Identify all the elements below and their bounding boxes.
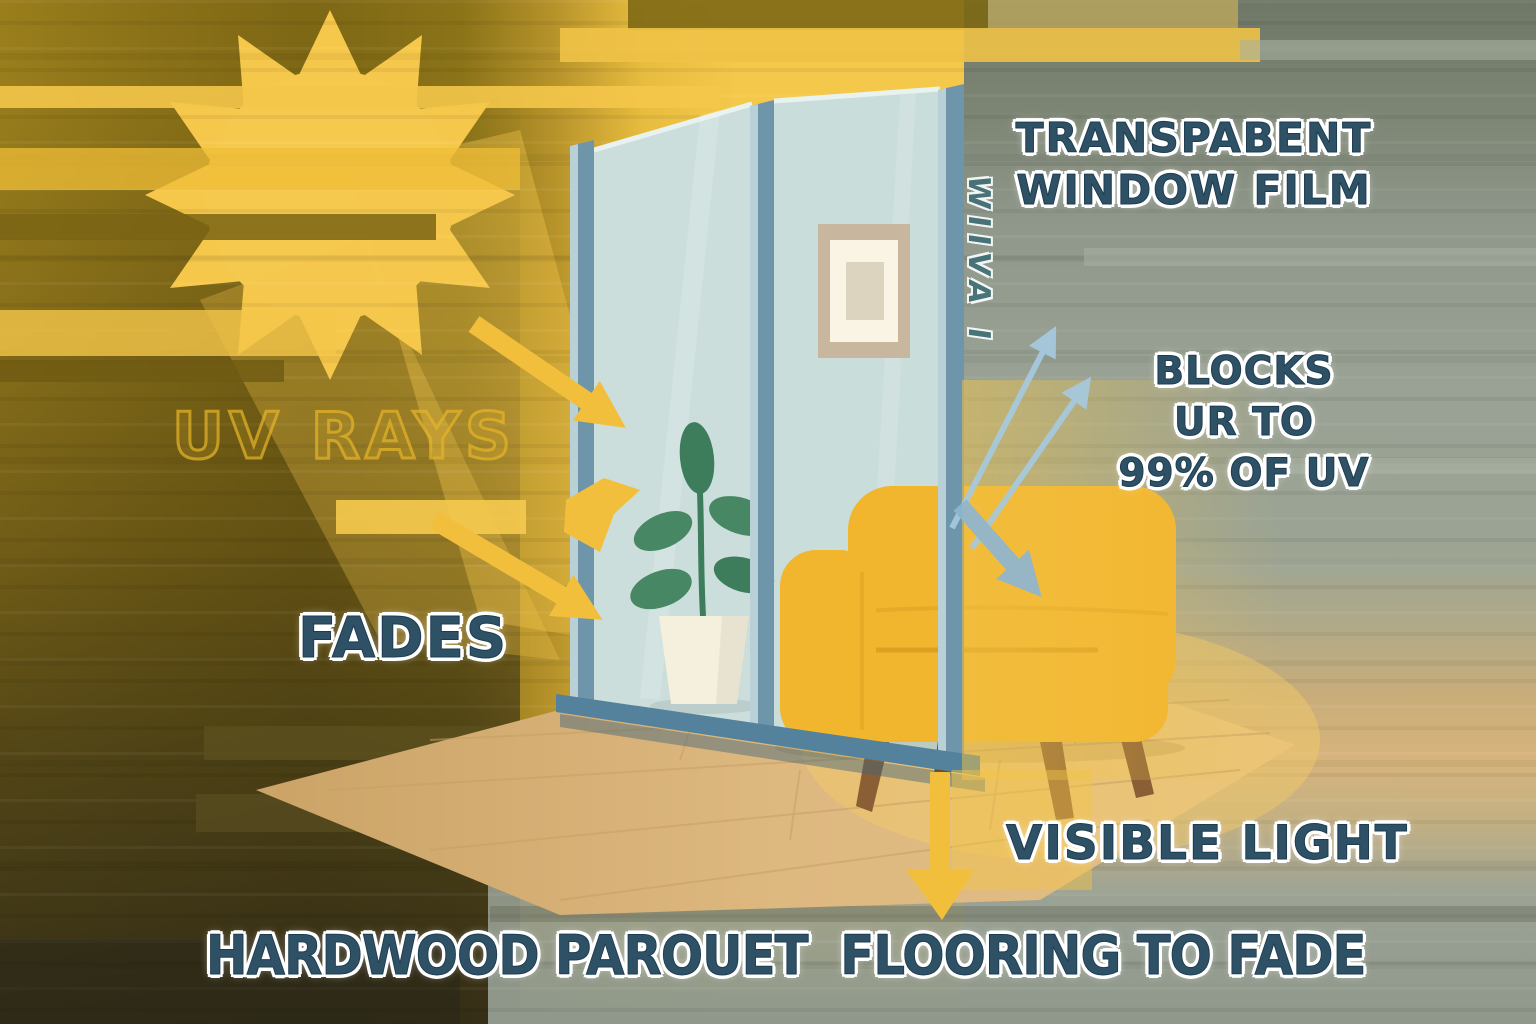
glitch-streak bbox=[0, 86, 720, 108]
uv-rays-label: UV RAYS bbox=[171, 399, 516, 476]
visible-light-arrow-icon bbox=[906, 770, 1092, 920]
glitch-streak bbox=[0, 214, 436, 240]
label-line: WINDOW FILM bbox=[1016, 166, 1372, 215]
glitch-streak bbox=[490, 906, 1536, 922]
blocks-uv-label: BLOCKS UR TO 99% OF UV bbox=[1082, 346, 1406, 499]
glitch-streak bbox=[560, 28, 1260, 62]
glitch-streak bbox=[1084, 248, 1536, 266]
label-line: TRANSPABENT bbox=[1015, 114, 1373, 163]
glitch-streak bbox=[0, 940, 460, 1024]
glitch-streak bbox=[628, 0, 988, 30]
visible-light-label: VISIBLE LIGHT bbox=[1006, 816, 1409, 872]
glitch-streak bbox=[0, 148, 520, 190]
fades-label: FADES bbox=[297, 606, 509, 672]
transparent-window-film-label: TRANSPABENT WINDOW FILM bbox=[1012, 112, 1376, 216]
label-line: BLOCKS bbox=[1154, 349, 1334, 395]
glitch-streak bbox=[988, 0, 1238, 28]
glitch-streak bbox=[0, 360, 284, 382]
glitch-streak bbox=[0, 310, 336, 356]
label-line: 99% OF UV bbox=[1118, 451, 1370, 497]
film-vertical-label: WIIVA I bbox=[961, 173, 996, 349]
bottom-caption: HARDWOOD PAROUET FLOORING TO FADE bbox=[206, 924, 1367, 988]
plant-icon bbox=[630, 422, 775, 714]
picture-frame-icon bbox=[818, 224, 910, 358]
reflected-uv-arrow-icon bbox=[949, 326, 1092, 598]
glitch-streak bbox=[1240, 40, 1536, 60]
uv-ray-arrow-icon bbox=[429, 316, 640, 620]
glitch-streak bbox=[1228, 458, 1536, 474]
label-line: UR TO bbox=[1173, 400, 1315, 446]
